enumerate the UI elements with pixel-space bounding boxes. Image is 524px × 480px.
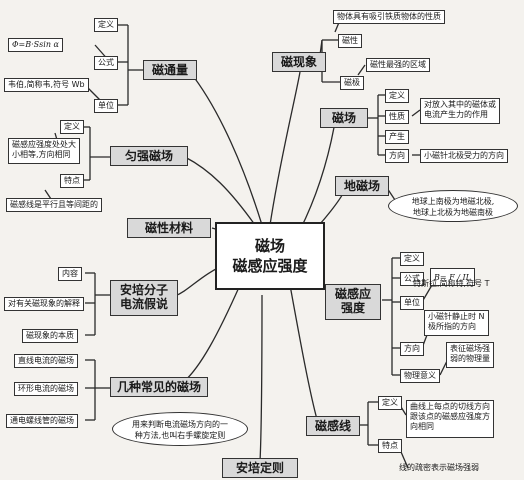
geomagnetic-line-1: 地球上南极为地磁北极,: [411, 197, 495, 206]
ampere-item-essence: 磁现象的本质: [22, 329, 78, 343]
topic-magnetic-material: 磁性材料: [127, 218, 211, 238]
flux-formula-label: 公式: [94, 56, 118, 70]
topic-induction: 磁感应 强度: [325, 284, 381, 320]
flux-unit-label: 单位: [94, 99, 118, 113]
phenomena-pole-text: 磁性最强的区域: [366, 58, 430, 72]
field-origin-label: 产生: [385, 130, 409, 144]
uniform-definition-label: 定义: [60, 120, 84, 134]
center-line-1: 磁场: [254, 237, 285, 255]
ampere-rule-line-1: 用来判断电流磁场方向的一: [132, 420, 228, 429]
induction-title-line-1: 磁感应: [334, 287, 371, 301]
induction-direction-text: 小磁针静止时 N 极所指的方向: [424, 310, 489, 336]
ampere-title-line-2: 电流假说: [119, 297, 168, 311]
topic-field-lines: 磁感线: [306, 416, 360, 436]
induction-direction-label: 方向: [400, 342, 424, 356]
ampere-item-content: 内容: [58, 267, 82, 281]
phenomena-pole-label: 磁极: [340, 76, 364, 90]
center-line-2: 磁感应强度: [232, 257, 308, 275]
field-lines-definition-label: 定义: [378, 396, 402, 410]
induction-definition-label: 定义: [400, 252, 424, 266]
field-lines-definition-text: 曲线上每点的切线方向 跟该点的磁感应强度方 向相同: [406, 400, 494, 438]
induction-title-line-2: 强度: [340, 301, 365, 315]
uniform-definition-line-2: 小相等,方向相同: [12, 150, 71, 159]
ampere-item-explanation: 对有关磁现象的解释: [4, 297, 84, 311]
flux-formula-box: Φ=B·Ssin α: [8, 38, 63, 52]
topic-geomagnetic: 地磁场: [335, 176, 389, 196]
topic-ampere-rule: 安培定则: [222, 458, 298, 478]
induction-physics-label: 物理意义: [400, 369, 440, 383]
induction-formula-label: 公式: [400, 272, 424, 286]
phenomena-top-text: 物体具有吸引铁质物体的性质: [333, 10, 445, 24]
field-property-line-2: 电流产生力的作用: [424, 110, 488, 119]
flux-definition-label: 定义: [94, 18, 118, 32]
uniform-feature-text: 磁感线是平行且等间距的: [6, 198, 102, 212]
uniform-feature-label: 特点: [60, 174, 84, 188]
field-property-label: 性质: [385, 110, 409, 124]
common-field-ring: 环形电流的磁场: [14, 382, 78, 396]
geomagnetic-bubble: 地球上南极为地磁北极, 地球上北极为地磁南极: [388, 190, 518, 222]
induction-formula: B= F / IL: [430, 268, 475, 286]
topic-ampere-hypothesis: 安培分子 电流假说: [110, 280, 178, 316]
phenomena-magnetism-label: 磁性: [338, 34, 362, 48]
geomagnetic-line-2: 地球上北极为地磁南极: [413, 208, 493, 217]
ampere-rule-line-2: 种方法,也叫右手螺旋定则: [134, 431, 226, 440]
topic-uniform-field: 匀强磁场: [110, 146, 188, 166]
topic-field: 磁场: [320, 108, 368, 128]
flux-unit-text: 韦伯,简称韦,符号 Wb: [4, 78, 89, 92]
common-field-solenoid: 通电螺线管的磁场: [6, 414, 78, 428]
topic-flux: 磁通量: [143, 60, 197, 80]
field-lines-feature-label: 特点: [378, 439, 402, 453]
field-lines-definition-line-2: 跟该点的磁感应强度方: [410, 412, 490, 421]
field-direction-text: 小磁针北极受力的方向: [420, 149, 508, 163]
induction-physics-text: 表征磁场强 弱的物理量: [446, 342, 494, 368]
ampere-title-line-1: 安培分子: [119, 283, 168, 297]
field-property-text: 对放入其中的磁体或 电流产生力的作用: [420, 98, 500, 124]
induction-unit-text: 特斯拉,简称特,符号 T: [413, 279, 490, 288]
ampere-rule-bubble: 用来判断电流磁场方向的一 种方法,也叫右手螺旋定则: [112, 412, 248, 446]
induction-direction-line-2: 极所指的方向: [428, 322, 476, 331]
topic-common-fields: 几种常见的磁场: [110, 377, 208, 397]
induction-physics-line-2: 弱的物理量: [450, 354, 490, 363]
topic-phenomena: 磁现象: [272, 52, 326, 72]
common-field-straight: 直线电流的磁场: [14, 354, 78, 368]
field-lines-definition-line-3: 向相同: [410, 422, 434, 431]
induction-direction-line-1: 小磁针静止时 N: [428, 312, 485, 321]
uniform-definition-line-1: 磁感应强度处处大: [12, 140, 76, 149]
field-lines-definition-line-1: 曲线上每点的切线方向: [410, 402, 490, 411]
center-topic: 磁场 磁感应强度: [215, 222, 325, 290]
field-lines-feature-text: 线的疏密表示磁场强弱: [399, 463, 479, 472]
induction-physics-line-1: 表征磁场强: [450, 344, 490, 353]
uniform-definition-text: 磁感应强度处处大 小相等,方向相同: [8, 138, 80, 164]
field-definition-label: 定义: [385, 89, 409, 103]
induction-unit-label: 单位: [400, 296, 424, 310]
field-direction-label: 方向: [385, 149, 409, 163]
field-property-line-1: 对放入其中的磁体或: [424, 100, 496, 109]
